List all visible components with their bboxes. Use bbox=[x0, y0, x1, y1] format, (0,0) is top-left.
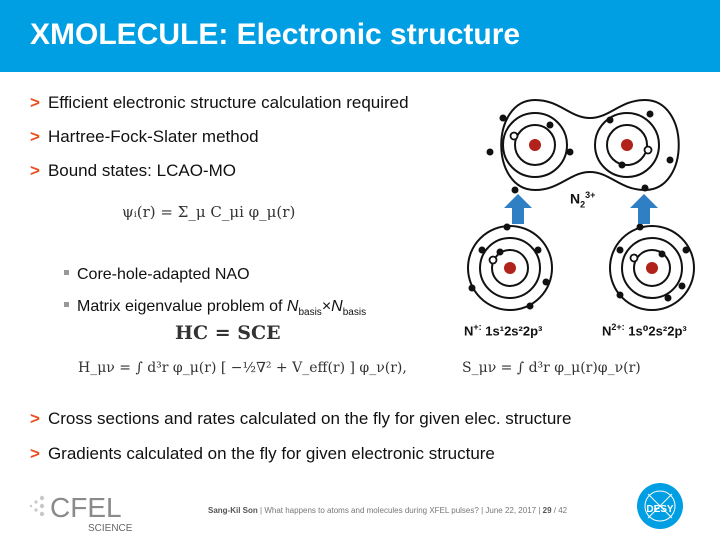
s-matrix-text: S_μν = ∫ d³r φ_μ(r)φ_ν(r) bbox=[462, 360, 641, 376]
s-matrix-equation: S_μν = ∫ d³r φ_μ(r)φ_ν(r) bbox=[462, 360, 641, 376]
subbullet-nao: Core-hole-adapted NAO bbox=[64, 266, 250, 284]
left-ion-shell-1 bbox=[491, 249, 529, 287]
footer: Sang-Kil Son | What happens to atoms and… bbox=[208, 506, 568, 515]
bullet-cross-sections: >Cross sections and rates calculated on … bbox=[30, 409, 572, 428]
slide-title: XMOLECULE: Electronic structure bbox=[30, 18, 521, 51]
bullet-arrow-icon: > bbox=[30, 409, 40, 428]
right-ion-shell-2 bbox=[621, 237, 683, 299]
square-bullet-icon bbox=[64, 270, 69, 276]
left-ion-nucleus bbox=[504, 262, 516, 274]
molecule-label: N23+ bbox=[570, 190, 596, 210]
square-bullet-icon bbox=[64, 302, 69, 308]
bullet-lcao: >Bound states: LCAO-MO bbox=[30, 161, 236, 180]
bullet-efficient: >Efficient electronic structure calculat… bbox=[30, 93, 409, 112]
cfel-logo-sub: SCIENCE bbox=[88, 523, 133, 534]
right-ion-config: N2+: 1s⁰2s²2p³ bbox=[602, 322, 687, 339]
bullet-arrow-icon: > bbox=[30, 127, 40, 146]
left-ion-shell-2 bbox=[479, 237, 541, 299]
bullet-arrow-icon: > bbox=[30, 161, 40, 180]
lcao-equation: ψᵢ(r) = Σ_μ C_μi φ_μ(r) bbox=[122, 203, 295, 221]
transition-arrow-icon bbox=[504, 194, 658, 224]
title-bar bbox=[0, 0, 720, 72]
lcao-equation-text: ψᵢ(r) = Σ_μ C_μi φ_μ(r) bbox=[122, 203, 296, 221]
right-ion-shell-1 bbox=[633, 249, 671, 287]
h-matrix-equation: H_μν = ∫ d³r φ_μ(r) [ −½∇² + V_eff(r) ] … bbox=[78, 360, 407, 376]
right-ion-shell-3 bbox=[609, 225, 695, 311]
cfel-logo-text: CFEL bbox=[50, 492, 122, 523]
molecule-envelope bbox=[500, 98, 680, 192]
left-ion-config: N+: 1s¹2s²2p³ bbox=[464, 322, 543, 339]
molecule-left-shell-2 bbox=[502, 112, 568, 178]
molecule-left-nucleus bbox=[529, 139, 541, 151]
desy-logo-text: DESY bbox=[646, 504, 674, 515]
bullet-arrow-icon: > bbox=[30, 444, 40, 463]
h-matrix-text: H_μν = ∫ d³r φ_μ(r) [ −½∇² + V_eff(r) ] … bbox=[78, 360, 407, 376]
bullet-gradients: >Gradients calculated on the fly for giv… bbox=[30, 444, 495, 463]
hc-sce-equation: HC = SCE bbox=[175, 322, 281, 344]
molecule-right-shell-2 bbox=[594, 112, 660, 178]
molecule-left-shell-1 bbox=[514, 124, 556, 166]
molecule-right-nucleus bbox=[621, 139, 633, 151]
desy-logo: DESY bbox=[637, 483, 683, 529]
bullet-hfs: >Hartree-Fock-Slater method bbox=[30, 127, 259, 146]
bullet-arrow-icon: > bbox=[30, 93, 40, 112]
right-ion-nucleus bbox=[646, 262, 658, 274]
subbullet-matrix: Matrix eigenvalue problem of Nbasis×Nbas… bbox=[64, 298, 366, 318]
orbital-diagram bbox=[467, 98, 695, 311]
cfel-logo: CFEL SCIENCE bbox=[29, 492, 133, 534]
molecule-right-shell-1 bbox=[606, 124, 648, 166]
